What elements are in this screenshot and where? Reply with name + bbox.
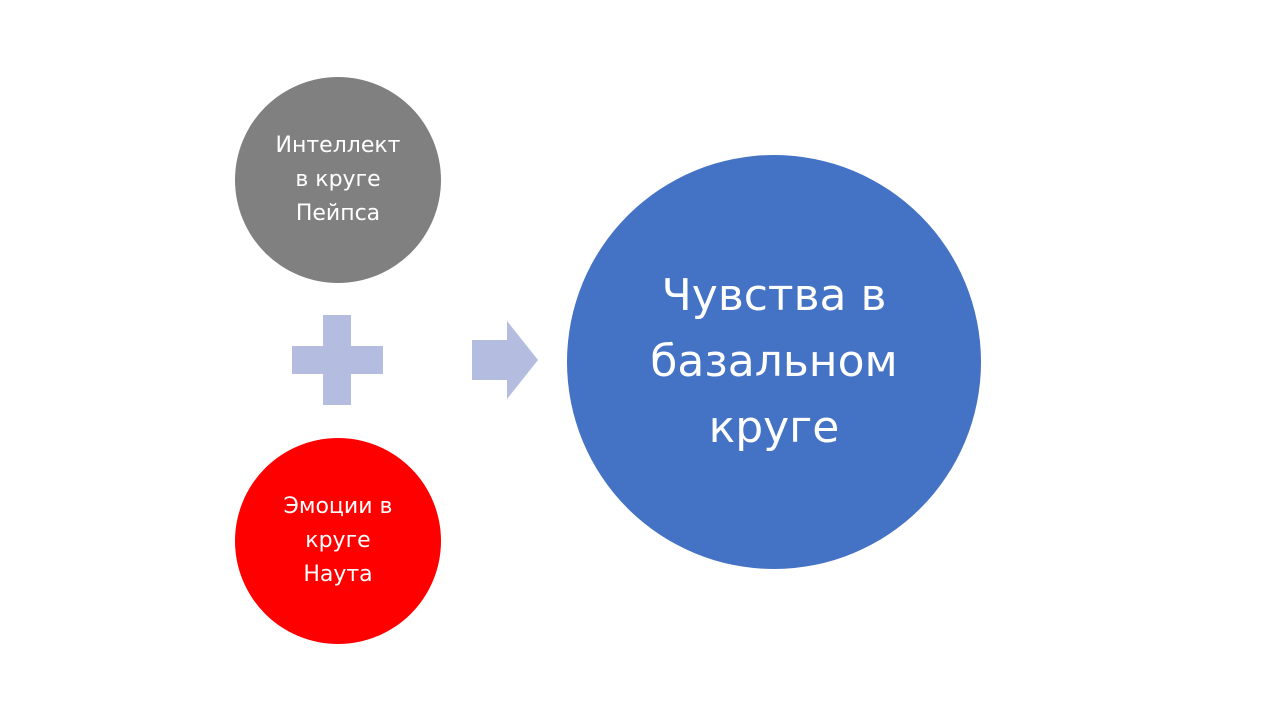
intellect-label: Интеллект в круге Пейпса [276,129,401,231]
intellect-label-line-2: в круге [295,167,381,192]
feelings-label-line-3: круге [708,402,840,453]
emotions-label: Эмоции в круге Наута [284,490,393,592]
feelings-label-line-2: базальном [650,336,898,387]
intellect-label-line-3: Пейпса [295,201,381,226]
emotions-label-line-3: Наута [303,562,373,587]
plus-icon [292,315,383,405]
intellect-circle: Интеллект в круге Пейпса [235,77,441,283]
emotions-circle: Эмоции в круге Наута [235,438,441,644]
emotions-label-line-2: круге [305,528,371,553]
emotions-label-line-1: Эмоции в [283,494,393,519]
feelings-label-line-1: Чувства в [661,270,887,321]
feelings-circle: Чувства в базальном круге [567,155,981,569]
arrow-right-icon [472,321,538,399]
feelings-label: Чувства в базальном круге [650,263,897,461]
intellect-label-line-1: Интеллект [275,133,401,158]
